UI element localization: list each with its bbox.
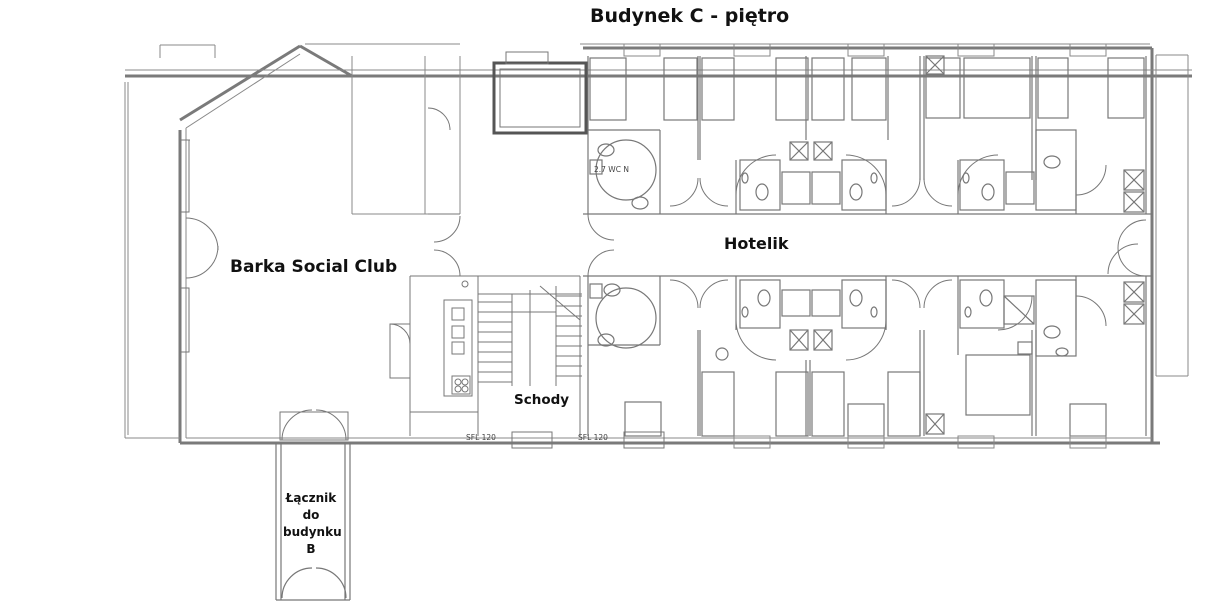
connector-corridor xyxy=(275,443,351,601)
corridor-doors xyxy=(587,154,1147,361)
room-label-hotelik: Hotelik xyxy=(724,234,789,253)
wc-label: 2.7 WC N xyxy=(594,165,629,174)
plan-title: Budynek C - piętro xyxy=(590,5,790,27)
thin-outline xyxy=(124,43,1192,439)
sfl-label-2: SFL 120 xyxy=(578,433,608,442)
elevator-shaft xyxy=(492,51,588,135)
room-label-lacznik: Łącznik do budynku B xyxy=(283,491,342,556)
window-bays xyxy=(623,43,1107,449)
stairs xyxy=(478,276,665,449)
sfl-label-1: SFL 120 xyxy=(466,433,496,442)
room-label-barka: Barka Social Club xyxy=(230,257,398,277)
outer-walls xyxy=(125,44,1192,445)
upper-rooms xyxy=(583,55,1152,215)
room-label-schody: Schody xyxy=(514,392,570,408)
club-fixtures xyxy=(180,107,580,441)
lower-rooms xyxy=(583,275,1152,437)
